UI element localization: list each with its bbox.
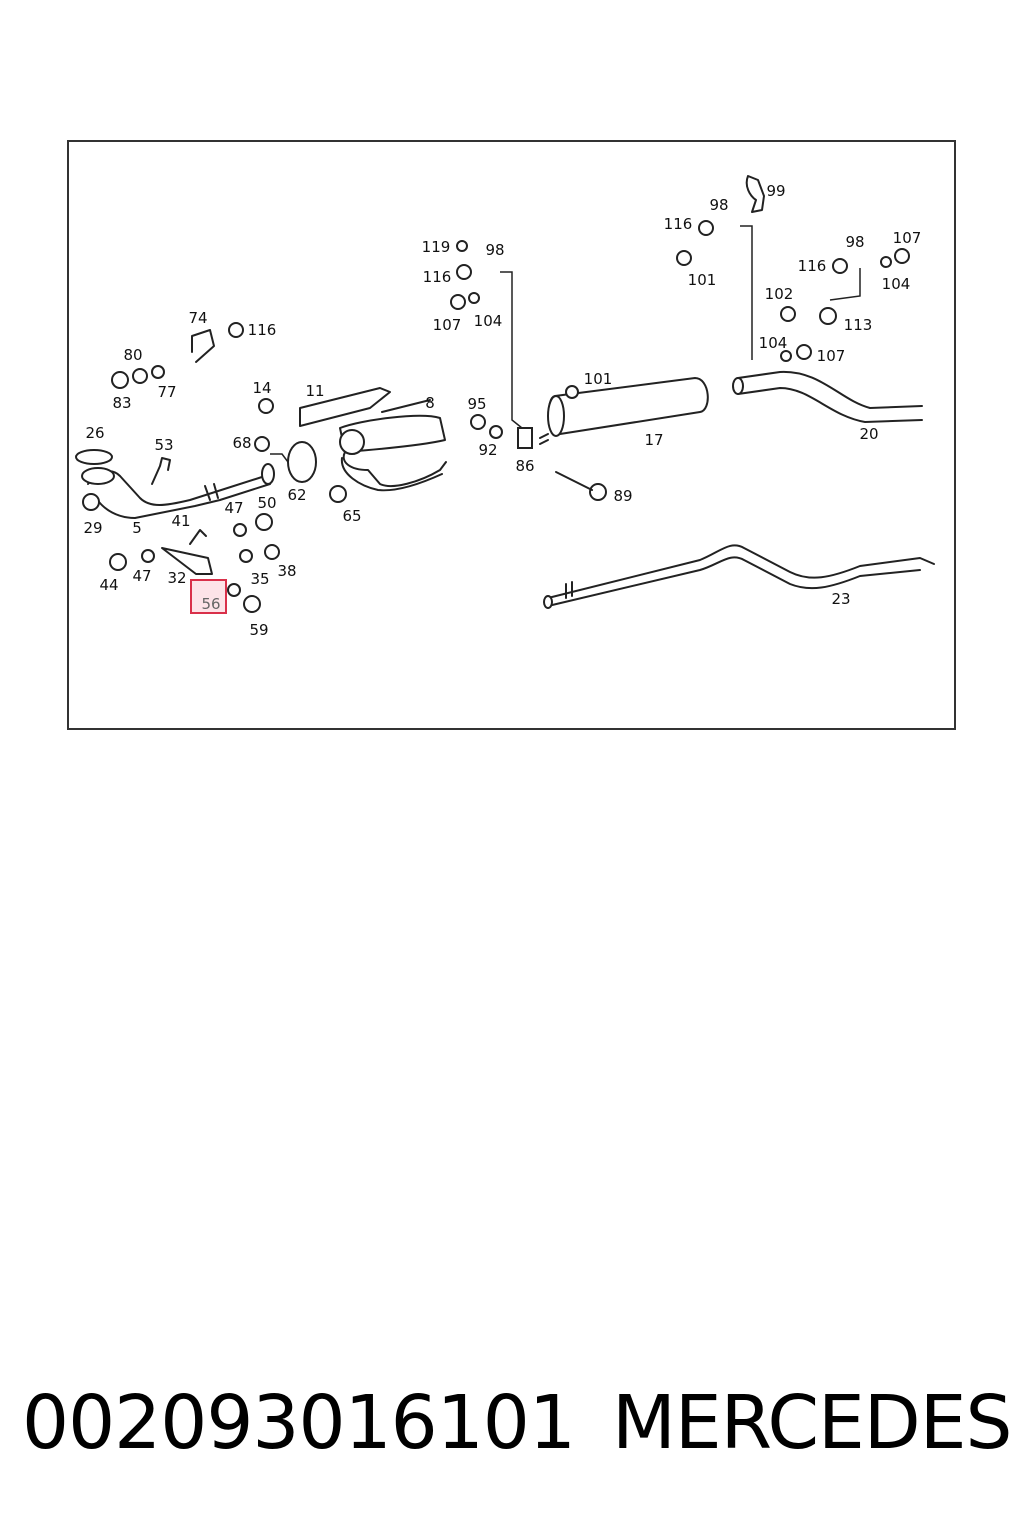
- front-muffler: [299, 387, 447, 492]
- callout-41: 41: [171, 512, 190, 530]
- callout-95: 95: [467, 395, 486, 413]
- callout-98: 98: [709, 196, 728, 214]
- callout-26: 26: [85, 424, 104, 442]
- callout-8: 8: [425, 394, 435, 412]
- callout-107: 107: [433, 316, 462, 334]
- callout-101: 101: [584, 370, 613, 388]
- brand-name: MERCEDES: [612, 1380, 1012, 1466]
- callout-68: 68: [232, 434, 251, 452]
- callout-56: 56: [201, 595, 220, 613]
- callout-14: 14: [252, 379, 271, 397]
- callout-38: 38: [277, 562, 296, 580]
- callout-116: 116: [248, 321, 277, 339]
- callout-74: 74: [188, 309, 207, 327]
- callout-labels: 26 29 5 53 41 44 47 32 47 50 35 38 59 80…: [83, 182, 921, 639]
- callout-104: 104: [474, 312, 503, 330]
- callout-92: 92: [478, 441, 497, 459]
- callout-53: 53: [154, 436, 173, 454]
- hangers-and-fasteners: [109, 175, 910, 613]
- rear-muffler: [517, 376, 709, 449]
- front-pipe-assembly: [75, 449, 275, 519]
- callout-98: 98: [485, 241, 504, 259]
- callout-116: 116: [798, 257, 827, 275]
- callout-5: 5: [132, 519, 142, 537]
- callout-116: 116: [423, 268, 452, 286]
- callout-32: 32: [167, 569, 186, 587]
- callout-80: 80: [123, 346, 142, 364]
- callout-104: 104: [882, 275, 911, 293]
- callout-47: 47: [132, 567, 151, 585]
- callout-47: 47: [224, 499, 243, 517]
- callout-20: 20: [859, 425, 878, 443]
- exhaust-parts-diagram: [67, 140, 956, 730]
- callout-59: 59: [249, 621, 268, 639]
- callout-17: 17: [644, 431, 663, 449]
- callout-65: 65: [342, 507, 361, 525]
- callout-83: 83: [112, 394, 131, 412]
- callout-107: 107: [893, 229, 922, 247]
- part-number: 002093016101: [22, 1380, 576, 1466]
- callout-86: 86: [515, 457, 534, 475]
- tail-pipe-23: [543, 544, 935, 609]
- callout-11: 11: [305, 382, 324, 400]
- callout-44: 44: [99, 576, 118, 594]
- callout-35: 35: [250, 570, 269, 588]
- callout-56-highlight[interactable]: [190, 579, 227, 614]
- callout-113: 113: [844, 316, 873, 334]
- callout-29: 29: [83, 519, 102, 537]
- callout-104: 104: [759, 334, 788, 352]
- callout-62: 62: [287, 486, 306, 504]
- callout-101: 101: [688, 271, 717, 289]
- callout-99: 99: [766, 182, 785, 200]
- callout-116: 116: [664, 215, 693, 233]
- callout-102: 102: [765, 285, 794, 303]
- callout-107: 107: [817, 347, 846, 365]
- callout-23: 23: [831, 590, 850, 608]
- callout-50: 50: [257, 494, 276, 512]
- callout-98: 98: [845, 233, 864, 251]
- callout-119: 119: [422, 238, 451, 256]
- callout-77: 77: [157, 383, 176, 401]
- callout-89: 89: [613, 487, 632, 505]
- tail-pipe-20: [732, 370, 923, 423]
- diagram-drawing: 26 29 5 53 41 44 47 32 47 50 35 38 59 80…: [75, 175, 935, 639]
